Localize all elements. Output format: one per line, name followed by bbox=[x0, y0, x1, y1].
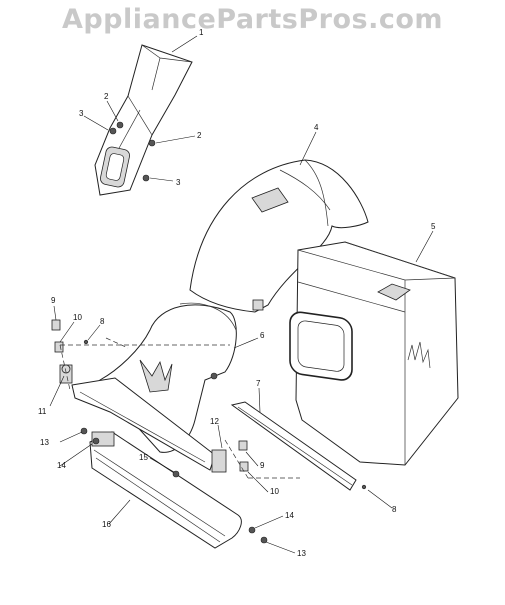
chute-fasteners bbox=[109, 121, 156, 182]
callout-3: 3 bbox=[176, 178, 181, 187]
base-frame-part bbox=[59, 364, 227, 473]
callout-1: 1 bbox=[199, 28, 204, 37]
callout-6: 6 bbox=[260, 331, 265, 340]
callout-14: 14 bbox=[57, 461, 66, 470]
callout-10: 10 bbox=[270, 487, 279, 496]
callout-9: 9 bbox=[51, 296, 56, 305]
callout-15: 15 bbox=[139, 453, 148, 462]
callout-9: 9 bbox=[260, 461, 265, 470]
callout-8: 8 bbox=[392, 505, 397, 514]
shroud-part bbox=[189, 159, 369, 313]
callout-2: 2 bbox=[104, 92, 109, 101]
callout-8: 8 bbox=[100, 317, 105, 326]
watermark: AppliancePartsPros.com bbox=[61, 4, 444, 35]
callout-16: 16 bbox=[102, 520, 111, 529]
callout-5: 5 bbox=[431, 222, 436, 231]
callout-11: 11 bbox=[38, 407, 47, 416]
callout-13: 13 bbox=[40, 438, 49, 447]
callout-7: 7 bbox=[256, 379, 261, 388]
leader-lines bbox=[49, 35, 434, 554]
upper-chute-part bbox=[94, 44, 193, 196]
skirt-strip-part bbox=[230, 401, 357, 491]
housing-part bbox=[289, 241, 459, 466]
callout-4: 4 bbox=[314, 123, 319, 132]
callout-14: 14 bbox=[285, 511, 294, 520]
callout-labels: 1 2 3 2 3 4 5 9 10 8 6 7 11 12 13 14 15 … bbox=[38, 28, 436, 558]
hardware-parts bbox=[51, 319, 367, 544]
callout-3: 3 bbox=[79, 109, 84, 118]
alignment-lines bbox=[59, 337, 300, 479]
callout-12: 12 bbox=[210, 417, 219, 426]
callout-10: 10 bbox=[73, 313, 82, 322]
callout-2: 2 bbox=[197, 131, 202, 140]
callout-13: 13 bbox=[297, 549, 306, 558]
